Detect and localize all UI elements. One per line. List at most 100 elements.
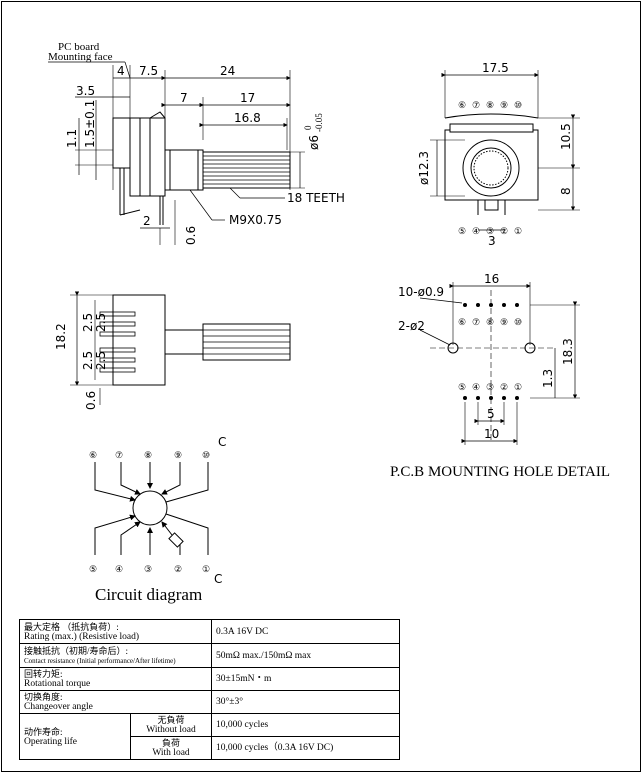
thread-label: M9X0.75 [229,213,282,227]
spec-load-value: 10,000 cycles（0.3A 16V DC) [211,736,400,760]
dim-1-3: 1.3 [541,369,555,388]
circuit-pin-9: ⑨ [174,450,182,460]
dim-16-8: 16.8 [234,111,261,125]
spec-row-rating: 最大定格 （抵抗負荷）: Rating (max.) (Resistive lo… [19,619,400,644]
pcb-detail-caption: P.C.B MOUNTING HOLE DETAIL [390,464,610,480]
dim-2-5-d: 2.5 [94,351,108,370]
spec-noload-en: Without load [146,725,196,735]
front-top-pin-8: ⑧ [486,100,494,110]
pcb-detail [419,282,580,445]
pcb-top-pin-7: ⑦ [472,317,480,327]
dim-shaft-diameter: ø6 [307,135,321,150]
circuit-pin-3: ③ [144,564,152,574]
circuit-pin-4: ④ [115,564,123,574]
front-bottom-pin-3: ③ [486,226,494,236]
spec-noload-value: 10,000 cycles [211,713,400,737]
dim-8: 8 [559,187,573,195]
spec-torque-cn: 回转力矩: [24,669,63,679]
spec-load-cn: 負荷 [161,738,180,748]
dim-2-5-c: 2.5 [81,351,95,370]
pcb-detail-labels: 16 10-ø0.9 2-ø2 18.3 1.3 5 10 ⑥ ⑦ ⑧ ⑨ ⑩ … [390,272,610,480]
pcb-bottom-pin-5: ⑤ [458,382,466,392]
dim-10: 10 [484,427,499,441]
pcb-bottom-pin-2: ② [500,382,508,392]
spec-row-changeover: 切换角度: Changeover angle 30°±3° [19,690,400,714]
dim-2-5-b: 2.5 [94,313,108,332]
pcb-top-pin-6: ⑥ [458,317,466,327]
spec-contact-cn: 接触抵抗（初期/寿命后）: [24,645,129,656]
spec-load-en: With load [152,748,190,758]
circuit-pin-5: ⑤ [89,564,97,574]
front-top-pin-9: ⑨ [500,100,508,110]
dim-18-2: 18.2 [54,323,68,350]
dim-shaft-tol-lower: -0.05 [314,113,324,132]
technical-drawing: PC board Mounting face 4 7.5 24 3.5 7 17… [48,41,610,604]
spec-noload-cn: 无負荷 [157,715,185,725]
mounting-face-label: Mounting face [48,51,113,63]
holes-small-label: 10-ø0.9 [398,285,444,299]
spec-life-label: 动作寿命: Operating life [19,713,131,760]
spec-rating-label: 最大定格 （抵抗負荷）: Rating (max.) (Resistive lo… [19,619,212,644]
spec-noload-label: 无負荷 Without load [130,713,212,737]
pcb-top-pin-9: ⑨ [500,317,508,327]
dim-10-5: 10.5 [559,123,573,150]
circuit-pin-8: ⑧ [144,450,152,460]
spec-life-cn: 动作寿命: [24,726,63,737]
spec-row-torque: 回转力矩: Rotational torque 30±15mN・m [19,667,400,691]
spec-changeover-cn: 切换角度: [24,692,63,702]
dim-24: 24 [220,64,235,78]
spec-contact-value: 50mΩ max./150mΩ max [211,643,400,668]
circuit-caption: Circuit diagram [95,585,202,604]
circuit-common-bottom: C [214,572,222,586]
dim-1-1: 1.1 [65,129,79,148]
dim-2: 2 [143,214,151,228]
dim-18-3: 18.3 [561,338,575,365]
front-bottom-pin-2: ② [500,226,508,236]
pcb-top-pin-10: ⑩ [514,317,522,327]
dim-0-6: 0.6 [184,226,198,245]
pcb-bottom-pin-3: ③ [486,382,494,392]
circuit-pin-1: ① [202,564,210,574]
dim-2-5-a: 2.5 [81,313,95,332]
holes-large-label: 2-ø2 [398,319,425,333]
spec-torque-value: 30±15mN・m [211,667,400,691]
front-bottom-pin-4: ④ [472,226,480,236]
dim-7: 7 [180,91,188,105]
dim-17: 17 [240,91,255,105]
bottom-view [70,291,291,405]
spec-changeover-value: 30°±3° [211,690,400,714]
spec-life-en: Operating life [24,736,78,747]
dim-3-5: 3.5 [76,84,95,98]
side-view [48,61,305,245]
circuit-labels: ⑥ ⑦ ⑧ ⑨ ⑩ C ⑤ ④ ③ ② ① C Circuit diagram [89,435,226,604]
dim-7-5: 7.5 [139,64,158,78]
spec-changeover-en: Changeover angle [24,702,93,712]
dim-1-5: 1.5±0.1 [83,100,97,148]
spec-changeover-label: 切换角度: Changeover angle [19,690,212,714]
pc-board-label: PC board [58,41,100,53]
circuit-pin-6: ⑥ [89,450,97,460]
front-bottom-pin-5: ⑤ [458,226,466,236]
circuit-pin-10: ⑩ [202,450,210,460]
front-top-pin-10: ⑩ [514,100,522,110]
dim-16: 16 [484,272,499,286]
spec-row-life-noload: 动作寿命: Operating life 无負荷 Without load 10… [19,713,400,760]
spec-row-contact: 接触抵抗（初期/寿命后）: Contact resistance (Initia… [19,643,400,668]
spec-rating-cn: 最大定格 （抵抗負荷）: [24,621,119,632]
spec-table: 最大定格 （抵抗負荷）: Rating (max.) (Resistive lo… [19,619,400,760]
pcb-top-pin-8: ⑧ [486,317,494,327]
dim-3: 3 [488,234,496,248]
circuit-diagram [94,462,209,555]
spec-contact-label: 接触抵抗（初期/寿命后）: Contact resistance (Initia… [19,643,212,668]
front-top-pin-7: ⑦ [472,100,480,110]
bottom-view-labels: 18.2 2.5 2.5 2.5 2.5 0.6 [54,313,108,410]
spec-rating-en: Rating (max.) (Resistive load) [24,631,140,642]
pcb-bottom-pin-4: ④ [472,382,480,392]
circuit-pin-2: ② [174,564,182,574]
front-bottom-pin-1: ① [514,226,522,236]
dim-0-6-bottom: 0.6 [84,391,98,410]
side-view-labels: PC board Mounting face 4 7.5 24 3.5 7 17… [48,41,345,245]
spec-contact-en: Contact resistance (Initial performance/… [24,656,176,665]
spec-load-label: 負荷 With load [130,736,212,760]
